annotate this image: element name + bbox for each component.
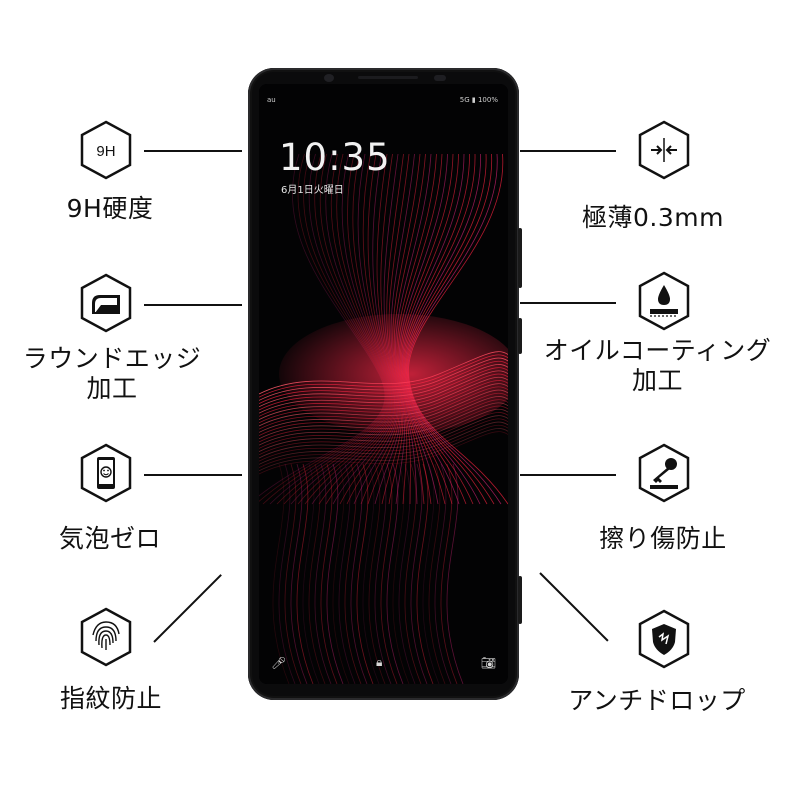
- wallpaper-flow: [308, 463, 326, 684]
- scratch-label: 擦り傷防止: [599, 524, 727, 553]
- thin-label: 極薄0.3mm: [582, 203, 724, 232]
- wallpaper-band: [259, 418, 508, 462]
- shield-icon: [637, 609, 691, 669]
- oil-coating-label-line2: 加工: [631, 366, 683, 395]
- oil-coating-label: オイルコーティング 加工: [520, 336, 795, 396]
- wallpaper-flow: [272, 463, 290, 684]
- wallpaper-flow: [326, 463, 344, 684]
- wallpaper-flow: [314, 463, 332, 684]
- wallpaper-flow: [404, 463, 422, 684]
- wallpaper-flow: [368, 463, 386, 684]
- wallpaper-flow: [386, 463, 404, 684]
- shutter-button: [518, 576, 522, 624]
- 9h-icon: 9H: [79, 120, 133, 180]
- round-edge-icon: [79, 273, 133, 333]
- wallpaper-flow: [440, 463, 458, 684]
- round-edge-label: ラウンドエッジ 加工: [2, 344, 222, 404]
- lock-clock: 10:35: [279, 136, 391, 179]
- bubble-free-label: 気泡ゼロ: [58, 524, 161, 553]
- phone-screen: au 5G ▮ 100% 10:35 6月1日火曜日 🎤︎ 🔒︎ 📷︎: [259, 84, 508, 684]
- wallpaper-flow: [302, 463, 320, 684]
- key-scratch-icon: [637, 443, 691, 503]
- connector-line: [144, 474, 242, 476]
- connector-line: [144, 304, 242, 306]
- phone-device: au 5G ▮ 100% 10:35 6月1日火曜日 🎤︎ 🔒︎ 📷︎: [248, 68, 522, 700]
- fingerprint-icon: [79, 607, 133, 667]
- wallpaper-flow: [428, 463, 446, 684]
- wallpaper-flow: [332, 463, 350, 684]
- connector-line: [520, 150, 616, 152]
- oil-coating-label-line1: オイルコーティング: [543, 336, 772, 365]
- status-icons: 5G ▮ 100%: [459, 96, 498, 104]
- wallpaper-flow: [434, 463, 452, 684]
- wallpaper-flow: [320, 463, 338, 684]
- wallpaper-flow: [380, 463, 398, 684]
- earpiece: [358, 76, 418, 79]
- hardness-label: 9H硬度: [66, 194, 154, 223]
- wallpaper-band: [259, 424, 508, 468]
- sensor: [434, 75, 446, 81]
- round-edge-label-line1: ラウンドエッジ: [22, 344, 202, 373]
- wallpaper-flow: [398, 463, 416, 684]
- front-camera: [324, 74, 334, 82]
- wallpaper-band: [259, 412, 508, 456]
- connector-line: [539, 572, 609, 642]
- round-edge-label-line2: 加工: [86, 374, 138, 403]
- wallpaper-band: [259, 428, 508, 472]
- mic-icon[interactable]: 🎤︎: [271, 656, 287, 670]
- lock-icon[interactable]: 🔒︎: [376, 655, 383, 669]
- smiley-phone-icon: [79, 443, 133, 503]
- wallpaper-band: [259, 415, 508, 459]
- wallpaper-flow: [392, 463, 410, 684]
- wallpaper-flow: [410, 463, 428, 684]
- wallpaper: [259, 84, 508, 684]
- wallpaper-flow: [416, 463, 434, 684]
- drop-label: アンチドロップ: [568, 686, 746, 715]
- connector-line: [520, 302, 616, 304]
- wallpaper-flow: [350, 463, 368, 684]
- camera-icon[interactable]: 📷︎: [480, 656, 496, 670]
- wallpaper-band: [259, 431, 508, 475]
- wallpaper-flow: [362, 463, 380, 684]
- wallpaper-flow: [296, 463, 314, 684]
- power-button: [518, 318, 522, 354]
- connector-line: [153, 574, 222, 643]
- wallpaper-flow: [374, 463, 392, 684]
- wallpaper-band: [259, 405, 508, 449]
- wallpaper-flow: [356, 463, 374, 684]
- 9h-icon-text: 9H: [96, 143, 115, 160]
- lock-date: 6月1日火曜日: [281, 185, 344, 196]
- wallpaper-flow: [278, 463, 296, 684]
- carrier-text: au: [267, 96, 276, 104]
- wallpaper-band: [259, 408, 508, 452]
- wallpaper-flow: [422, 463, 440, 684]
- wallpaper-flow: [290, 463, 308, 684]
- volume-button: [518, 228, 522, 288]
- connector-line: [520, 474, 616, 476]
- connector-line: [144, 150, 242, 152]
- wallpaper-flow: [338, 463, 356, 684]
- oil-drop-icon: [637, 271, 691, 331]
- fingerprint-label: 指紋防止: [59, 684, 162, 713]
- wallpaper-flow: [446, 463, 464, 684]
- wallpaper-flow: [344, 463, 362, 684]
- wallpaper-band: [259, 421, 508, 465]
- thin-arrows-icon: [637, 120, 691, 180]
- wallpaper-flow: [284, 463, 302, 684]
